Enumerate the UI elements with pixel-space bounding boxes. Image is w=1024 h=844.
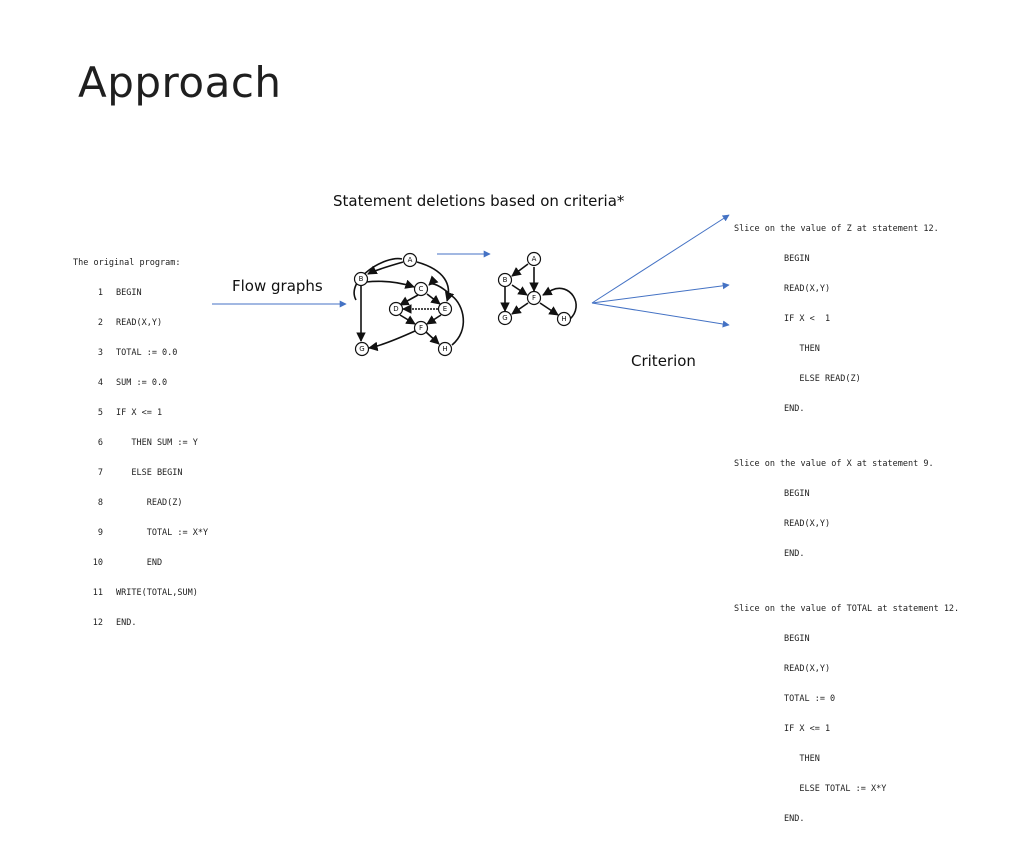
full-flow-graph [353, 257, 465, 352]
slice-line: BEGIN [784, 634, 810, 644]
svg-text:G: G [359, 345, 364, 353]
arrow-to-slice-z [591, 214, 730, 304]
edge-c-e [426, 293, 441, 305]
svg-text:C: C [419, 285, 424, 293]
edge-b-c [365, 279, 415, 289]
edge-f-h [425, 331, 440, 345]
graph-node: A [526, 251, 542, 267]
slice-header-x: Slice on the value of X at statement 9. [734, 459, 934, 469]
label-criterion: Criterion [631, 352, 696, 370]
slice-line: THEN [784, 344, 820, 354]
svg-text:F: F [419, 324, 423, 332]
svg-text:A: A [408, 256, 413, 264]
program-line: 10 END [92, 558, 163, 568]
edge-h-f-loop [542, 286, 577, 320]
graph-node: F [413, 320, 429, 336]
graph-node: H [556, 311, 572, 327]
original-program-header: The original program: [73, 258, 181, 268]
slide: Approach Statement deletions based on cr… [73, 58, 959, 824]
full-flow-graph-nodes: A B C D E F G H [353, 252, 453, 357]
slice-line: TOTAL := 0 [784, 694, 836, 704]
slice-line: END. [784, 404, 805, 414]
program-line: 9 TOTAL := X*Y [97, 528, 209, 538]
edge-d-f [399, 314, 416, 325]
slice-line: BEGIN [784, 254, 810, 264]
graph-node: E [437, 301, 453, 317]
slice-line: ELSE READ(Z) [784, 374, 861, 384]
svg-text:F: F [532, 294, 536, 302]
slice-line: IF X < 1 [784, 314, 831, 324]
slice-header-z: Slice on the value of Z at statement 12. [734, 224, 939, 234]
slice-line: READ(X,Y) [784, 664, 831, 674]
graph-node: F [526, 290, 542, 306]
edge-g-a-loop [353, 257, 403, 301]
arrow-to-slice-total [591, 302, 730, 328]
program-line: 7 ELSE BEGIN [97, 468, 183, 478]
edge-f-g [511, 302, 529, 315]
edge-b-f [511, 284, 528, 296]
arrow-to-slice-x [591, 282, 730, 304]
edge-a-b [367, 261, 404, 275]
diagram-canvas: A B C D E F G H A B F G H [212, 214, 730, 357]
slice-line: READ(X,Y) [784, 284, 831, 294]
label-statement-deletions: Statement deletions based on criteria* [333, 192, 625, 210]
reduced-flow-graph [500, 263, 577, 320]
svg-text:G: G [502, 314, 507, 322]
graph-node: G [354, 341, 370, 357]
slice-line: READ(X,Y) [784, 519, 831, 529]
svg-text:H: H [442, 345, 447, 353]
slice-line: IF X <= 1 [784, 724, 831, 734]
graph-node: D [388, 301, 404, 317]
svg-text:E: E [443, 305, 447, 313]
edge-a-e [416, 261, 455, 302]
slide-title: Approach [78, 58, 282, 107]
slice-line: END. [784, 549, 805, 559]
edge-f-g [368, 330, 416, 352]
svg-text:H: H [561, 315, 566, 323]
svg-text:B: B [503, 276, 508, 284]
reduced-flow-graph-nodes: A B F G H [497, 251, 572, 327]
slice-header-total: Slice on the value of TOTAL at statement… [734, 604, 960, 614]
program-line: 8 READ(Z) [97, 498, 183, 508]
slice-line: ELSE TOTAL := X*Y [784, 784, 887, 794]
edge-h-c-loop [428, 275, 465, 346]
edge-f-h [539, 302, 559, 316]
label-flow-graphs: Flow graphs [232, 277, 323, 295]
svg-text:A: A [532, 255, 537, 263]
edge-a-b [511, 263, 529, 277]
slice-line: THEN [784, 754, 820, 764]
graph-node: G [497, 310, 513, 326]
svg-text:D: D [393, 305, 398, 313]
svg-text:B: B [359, 275, 364, 283]
slice-line: END. [784, 814, 805, 824]
graph-node: H [437, 341, 453, 357]
graph-node: A [402, 252, 418, 268]
graph-node: B [353, 271, 369, 287]
edge-e-f [426, 314, 442, 325]
program-line: 6 THEN SUM := Y [97, 438, 198, 448]
graph-node: C [413, 281, 429, 297]
slice-line: BEGIN [784, 489, 810, 499]
edge-c-d [399, 294, 419, 306]
graph-node: B [497, 272, 513, 288]
